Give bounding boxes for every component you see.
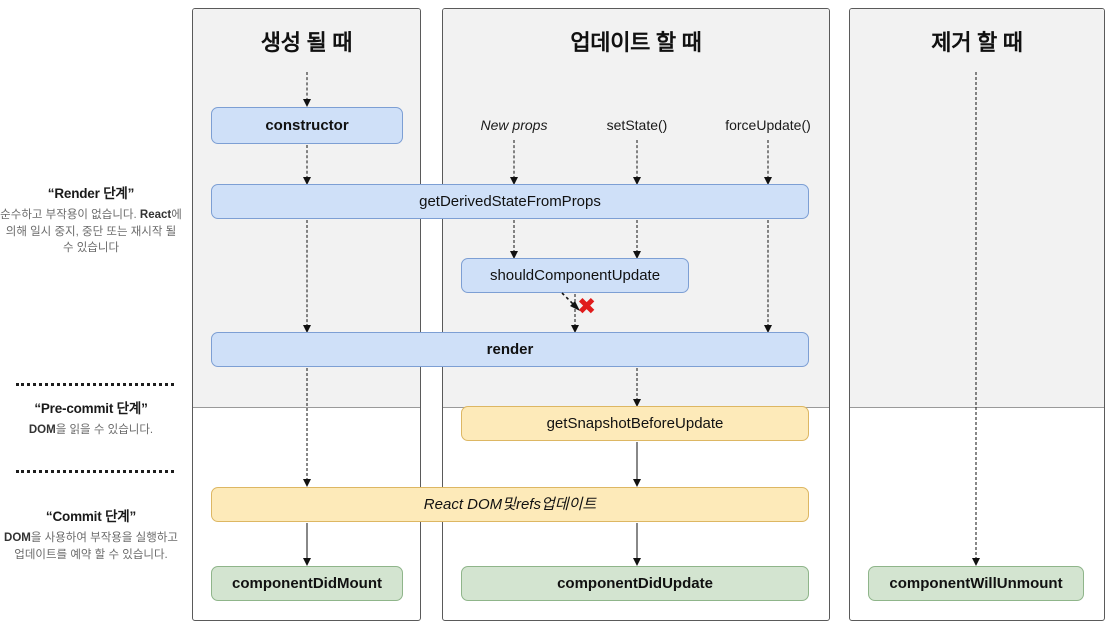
arrow-gdsfp-to-render-mount [302, 220, 312, 333]
legend-title-commit: “Commit 단계” [45, 509, 137, 524]
legend-desc-precommit-post: 을 읽을 수 있습니다. [55, 424, 154, 436]
react-dom-label-mid: 및 [502, 495, 516, 513]
trigger-set-state: setState() [606, 117, 668, 133]
legend-desc-commit: DOM을 사용하여 부작용을 실행하고 업데이트를 예약 할 수 있습니다. [0, 530, 182, 563]
trigger-force-update: forceUpdate() [725, 117, 811, 133]
box-render: render [211, 332, 809, 367]
legend-desc-render-post: 에 의해 일시 중지, 중단 또는 재시작 될 수 있습니다 [5, 209, 182, 255]
legend-desc-render-pre: 순수하고 부작용이 없습니다. [0, 209, 140, 221]
arrow-scu-to-render [570, 294, 580, 333]
arrow-forceupdate-to-gdsfp [763, 140, 773, 185]
arrow-gdsfp-to-scu-left [509, 220, 519, 259]
arrow-scu-skip-diagonal [561, 292, 580, 311]
arrow-reactdom-to-did-mount [302, 523, 312, 566]
legend-title-render: “Render 단계” [47, 186, 135, 201]
arrow-render-to-reactdom-mount [302, 368, 312, 487]
box-should-component-update: shouldComponentUpdate [461, 258, 689, 293]
arrow-snapshot-to-reactdom [632, 442, 642, 487]
arrow-new-props-to-gdsfp [509, 140, 519, 185]
legend-desc-render: 순수하고 부작용이 없습니다. React에 의해 일시 중지, 중단 또는 재… [0, 207, 182, 257]
react-dom-label-post: refs [515, 495, 541, 513]
box-component-did-update: componentDidUpdate [461, 566, 809, 601]
legend-desc-precommit-strong: DOM [28, 424, 56, 436]
box-constructor: constructor [211, 107, 403, 144]
arrow-gdsfp-to-scu-right [632, 220, 642, 259]
panel-unmounting-title: 제거 할 때 [931, 30, 1023, 55]
divider-precommit-commit [16, 470, 174, 473]
arrow-gdsfp-to-render-force [763, 220, 773, 333]
legend-desc-commit-strong: DOM [4, 532, 31, 544]
skip-render-x-icon: ✖ [577, 294, 597, 320]
arrow-render-to-snapshot [632, 368, 642, 407]
react-dom-label-pre: React DOM [423, 495, 503, 513]
skip-diagonal-head [570, 301, 580, 311]
arrow-reactdom-to-did-update [632, 523, 642, 566]
panel-mounting-title: 생성 될 때 [260, 30, 353, 55]
arrow-setstate-to-gdsfp [632, 140, 642, 185]
box-component-will-unmount: componentWillUnmount [868, 566, 1084, 601]
legend-desc-commit-post: 을 사용하여 부작용을 실행하고 업데이트를 예약 할 수 있습니다. [14, 532, 178, 561]
legend-desc-precommit: DOM을 읽을 수 있습니다. [0, 422, 182, 439]
legend-commit-phase: “Commit 단계” DOM을 사용하여 부작용을 실행하고 업데이트를 예약… [0, 505, 182, 563]
arrow-constructor-to-gdsfp [302, 145, 312, 185]
panel-updating-title: 업데이트 할 때 [570, 30, 702, 55]
legend-render-phase: “Render 단계” 순수하고 부작용이 없습니다. React에 의해 일시… [0, 182, 182, 257]
box-component-did-mount: componentDidMount [211, 566, 403, 601]
trigger-new-props: New props [480, 117, 548, 133]
box-get-snapshot-before-update: getSnapshotBeforeUpdate [461, 406, 809, 441]
divider-render-precommit [16, 383, 174, 386]
react-dom-label-tail: 업데이트 [540, 495, 597, 513]
panel-unmounting-shade [850, 9, 1104, 408]
arrow-unmount-start-to-will-unmount [971, 72, 981, 566]
legend-title-precommit: “Pre-commit 단계” [34, 401, 148, 416]
box-react-dom-and-refs-update: React DOM 및 refs 업데이트 [211, 487, 809, 522]
panel-unmounting: 제거 할 때 [849, 8, 1105, 621]
legend-desc-render-strong: React [139, 209, 172, 221]
arrow-mount-start-to-constructor [302, 72, 312, 107]
legend-precommit-phase: “Pre-commit 단계” DOM을 읽을 수 있습니다. [0, 397, 182, 439]
box-get-derived-state-from-props: getDerivedStateFromProps [211, 184, 809, 219]
